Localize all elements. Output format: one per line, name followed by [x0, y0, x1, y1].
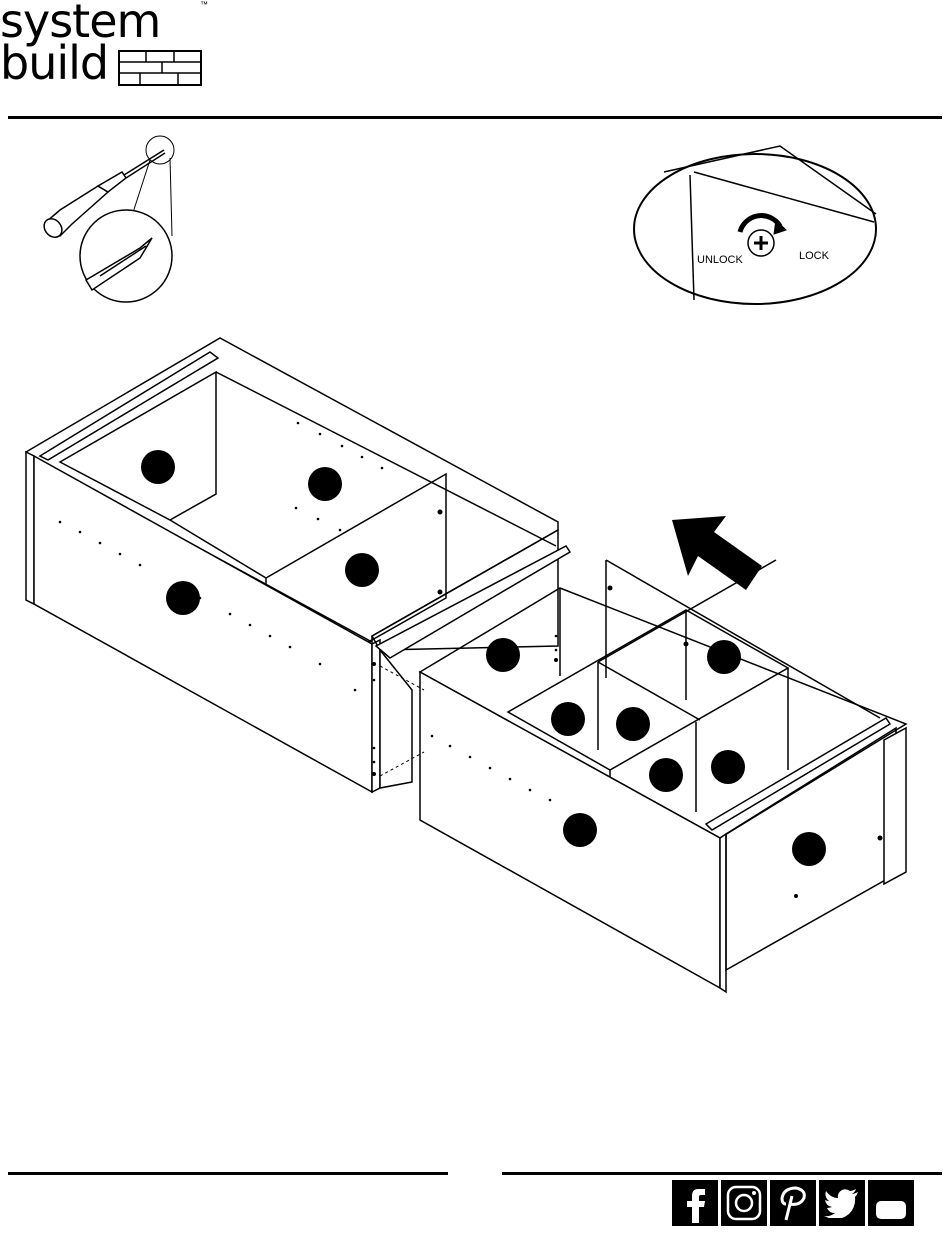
arrow-up-left-icon — [672, 516, 762, 590]
part-marker — [707, 640, 741, 674]
part-marker — [551, 702, 585, 736]
part-marker — [166, 581, 200, 615]
youtube-icon[interactable] — [868, 1180, 914, 1226]
part-marker — [711, 750, 745, 784]
part-marker — [486, 638, 520, 672]
unlock-label: UNLOCK — [697, 254, 743, 266]
instagram-icon[interactable] — [721, 1180, 767, 1226]
pinterest-icon[interactable] — [770, 1180, 816, 1226]
cam-lock-icon — [740, 216, 786, 256]
phillips-screwdriver-icon — [40, 136, 174, 302]
lock-label: LOCK — [799, 250, 829, 262]
part-marker — [563, 813, 597, 847]
twitter-icon[interactable] — [819, 1180, 865, 1226]
cam-lock-callout — [634, 146, 876, 304]
part-marker — [345, 553, 379, 587]
social-links — [672, 1180, 922, 1228]
part-marker — [308, 467, 342, 501]
facebook-icon[interactable] — [672, 1180, 718, 1226]
part-marker — [141, 450, 175, 484]
part-marker — [616, 707, 650, 741]
part-marker — [649, 758, 683, 792]
part-marker — [792, 832, 826, 866]
